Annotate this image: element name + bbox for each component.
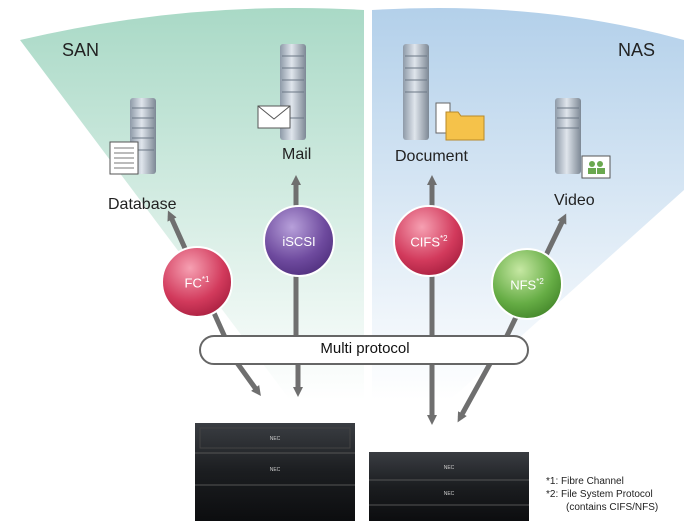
footnote-2-detail: (contains CIFS/NFS) [566, 502, 659, 513]
storage-brand-4: NEC [444, 491, 455, 497]
mail-label: Mail [282, 146, 312, 163]
footnote-2: *2: File System Protocol [546, 489, 653, 500]
fc-label: FC*1 [184, 275, 210, 291]
storage-brand-1: NEC [270, 436, 281, 442]
multi-protocol-bar [199, 335, 529, 365]
folder-icon [435, 102, 485, 141]
storage-unit-left [195, 423, 355, 521]
san-label: SAN [62, 40, 100, 60]
video-label: Video [554, 192, 595, 209]
arrow-down-4 [457, 358, 495, 423]
arrow-down-1 [232, 358, 261, 397]
document-list-icon [109, 141, 139, 175]
envelope-icon [257, 105, 291, 129]
footnote-1: *1: Fibre Channel [546, 476, 624, 487]
storage-unit-right [369, 452, 529, 521]
nfs-circle [491, 248, 563, 320]
document-label: Document [395, 148, 468, 165]
storage-brand-2: NEC [270, 467, 281, 473]
cifs-circle [393, 205, 465, 277]
cifs-label: CIFS*2 [410, 234, 448, 250]
document-server-icon [403, 44, 429, 140]
multi-protocol-label: Multi protocol [320, 340, 410, 357]
nas-label: NAS [618, 40, 656, 60]
storage-brand-3: NEC [444, 465, 455, 471]
video-server-icon [555, 98, 581, 174]
people-picture-icon [581, 155, 611, 179]
fc-circle [161, 246, 233, 318]
nfs-label: NFS*2 [510, 277, 544, 293]
database-label: Database [108, 196, 177, 213]
iscsi-label: iSCSI [282, 234, 316, 249]
iscsi-circle [263, 205, 335, 277]
